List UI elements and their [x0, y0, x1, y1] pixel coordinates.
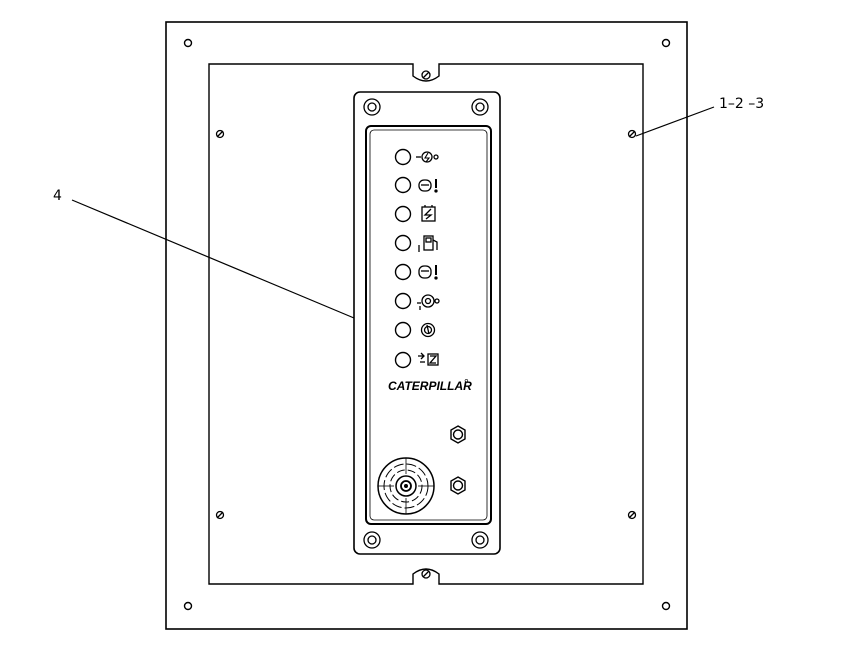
screw-icon: [215, 129, 225, 139]
fuel-level-icon: [418, 235, 438, 252]
indicator-lamp: [394, 263, 412, 281]
brand-trademark: °: [464, 376, 469, 390]
indicator-lamp: [394, 321, 412, 339]
screw-icon: [627, 129, 637, 139]
mounting-plate: [165, 21, 688, 630]
control-panel-housing: [353, 91, 501, 555]
indicator-lamp: [394, 234, 412, 252]
callout-mounting-hardware: 1–2 –3: [719, 96, 764, 112]
engine-start-icon: [418, 352, 439, 366]
battery-charge-icon: [421, 205, 436, 222]
plate-hole: [661, 38, 671, 48]
indicator-lamps: [394, 148, 412, 369]
screw-icon: [215, 510, 225, 520]
indicator-lamp: [394, 292, 412, 310]
oil-pressure-warning-icon: [418, 179, 438, 193]
screw-icon: [421, 569, 431, 579]
engine-overspeed-icon: [417, 294, 440, 310]
plate-hole: [661, 601, 671, 611]
coolant-temp-gauge-icon: [416, 151, 439, 163]
inner-frame: [208, 63, 644, 585]
plate-hole: [183, 38, 193, 48]
indicator-lamp: [394, 176, 412, 194]
screw-icon: [421, 70, 431, 80]
panel-screw-icon: [471, 98, 489, 116]
emergency-stop-icon: [420, 322, 436, 338]
plate-holes: [183, 38, 671, 611]
hex-button-icon[interactable]: [450, 425, 466, 444]
indicator-lamp: [394, 205, 412, 223]
panel-screw-icon: [363, 98, 381, 116]
plate-hole: [183, 601, 193, 611]
horn-speaker-icon: [377, 457, 435, 515]
frame-screws: [215, 70, 637, 579]
panel-screws: [363, 98, 489, 549]
coolant-temp-warning-icon: [418, 265, 438, 280]
panel-screw-icon: [363, 531, 381, 549]
indicator-lamp: [394, 351, 412, 369]
hex-button-icon[interactable]: [450, 476, 466, 495]
leader-line-panel: [71, 199, 355, 319]
indicator-lamp: [394, 148, 412, 166]
control-panel-face: [365, 125, 492, 525]
brand-logo: CATERPILLAR: [388, 379, 472, 393]
panel-screw-icon: [471, 531, 489, 549]
leader-line-mounting: [635, 106, 715, 137]
screw-icon: [627, 510, 637, 520]
callout-panel: 4: [53, 188, 62, 204]
